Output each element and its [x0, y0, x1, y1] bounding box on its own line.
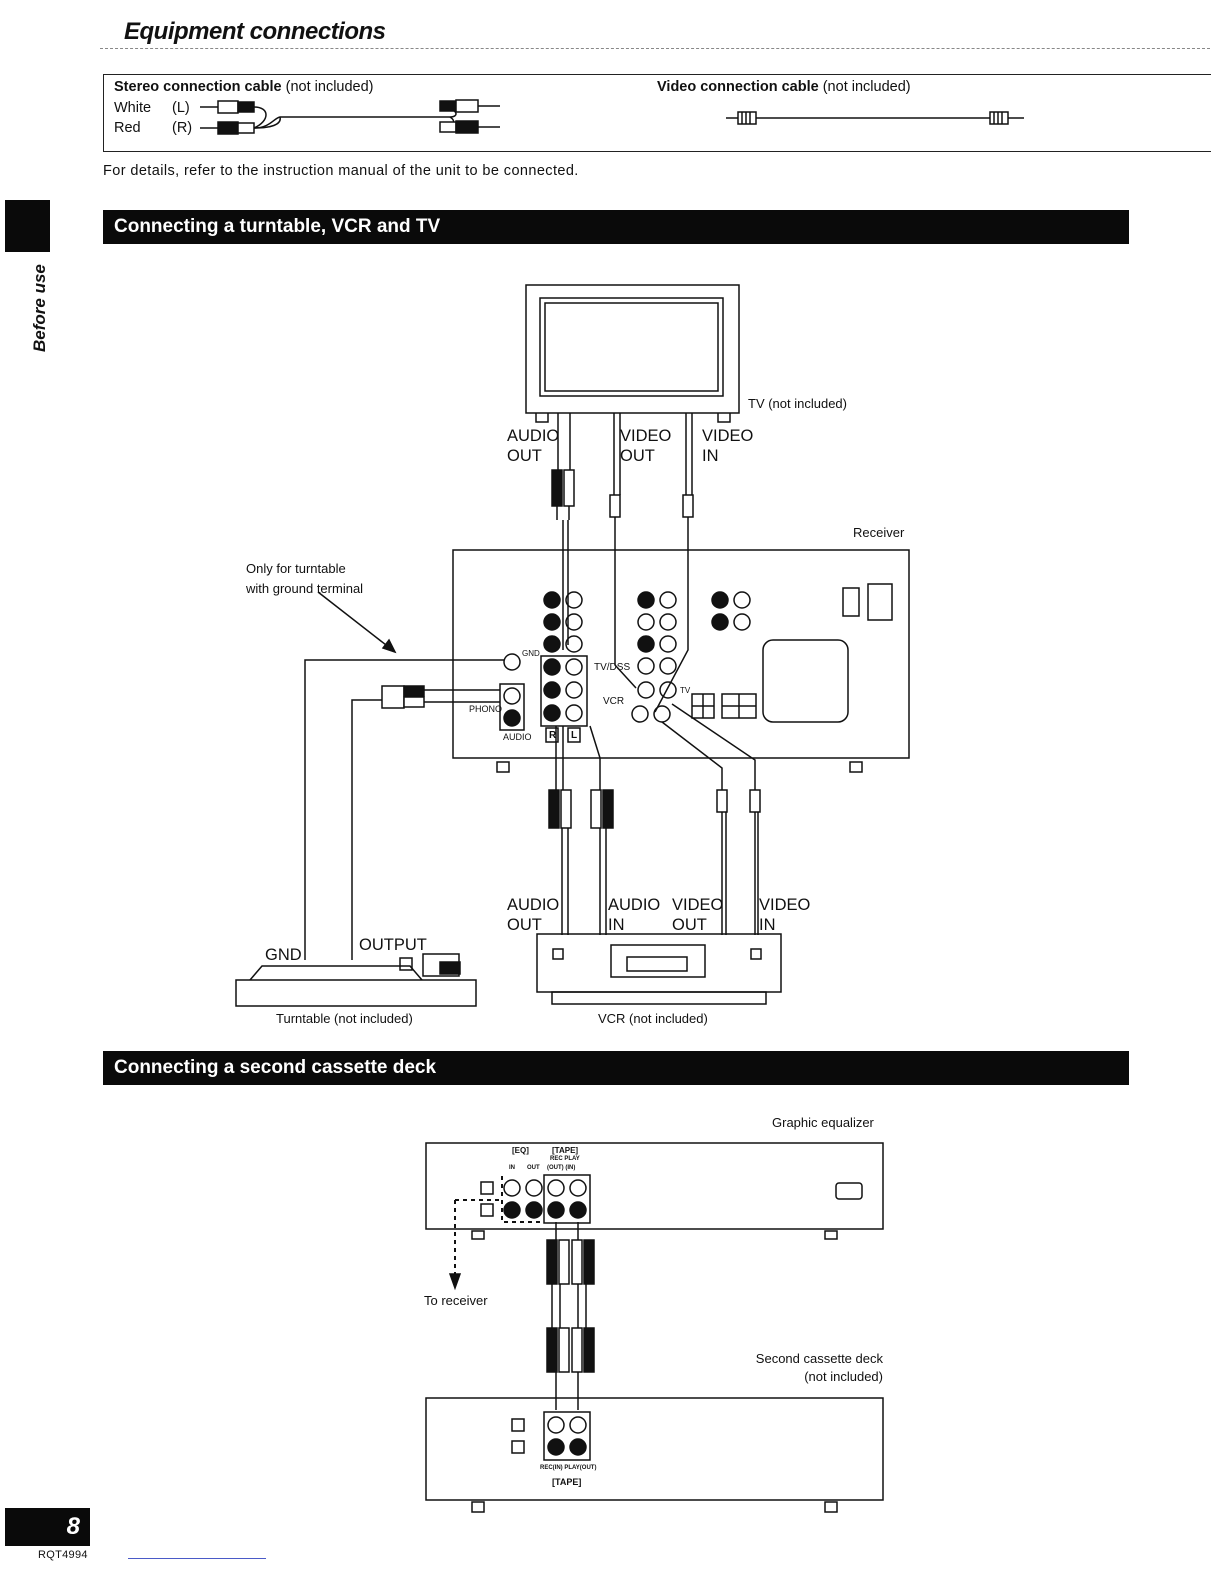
white-channel: (L) — [172, 100, 190, 116]
page-title: Equipment connections — [124, 18, 386, 45]
deck-tape-term-label: [TAPE] — [552, 1477, 582, 1487]
document-code: RQT4994 — [38, 1549, 88, 1561]
video-cable-drawing — [726, 111, 1024, 125]
eq-term-label: [EQ] — [512, 1146, 529, 1155]
white-label: White — [114, 100, 152, 116]
vcr-label: VCR (not included) — [598, 1011, 708, 1026]
tape-term-label: [TAPE] — [552, 1146, 579, 1155]
section-heading-turntable-vcr-tv: Connecting a turntable, VCR and TV — [103, 210, 1129, 244]
stereo-cable-title: Stereo connection cable (not included) — [114, 79, 374, 95]
video-cable-title: Video connection cable (not included) — [657, 79, 911, 95]
stereo-cable-drawing — [200, 99, 500, 135]
equalizer-label: Graphic equalizer — [772, 1115, 874, 1130]
cable-legend-box — [103, 74, 1211, 152]
title-divider — [100, 48, 1210, 49]
turntable-output-label: OUTPUT — [359, 936, 427, 954]
tv-label: TV (not included) — [748, 396, 847, 411]
rec-play-term-label: REC PLAY — [550, 1156, 580, 1162]
tv-body — [525, 284, 740, 414]
receiver-gnd-label: GND — [522, 649, 540, 658]
deck-recplay-term-label: REC(IN) PLAY(OUT) — [540, 1465, 597, 1471]
eq-in-term-label: IN — [509, 1165, 515, 1171]
turntable-gnd-label: GND — [265, 946, 302, 964]
receiver-vcr-label: VCR — [603, 696, 625, 707]
receiver-tv-label: TV — [680, 686, 691, 695]
equalizer-body — [425, 1142, 884, 1230]
red-channel: (R) — [172, 120, 193, 136]
red-label: Red — [114, 120, 141, 136]
eq-out-term-label: OUT — [527, 1165, 540, 1171]
receiver-r-label: R — [549, 730, 557, 741]
receiver-audio-label: AUDIO — [503, 732, 532, 742]
turntable-label: Turntable (not included) — [276, 1011, 413, 1026]
turntable-body — [235, 979, 477, 1007]
tape-out-in-term-label: (OUT) (IN) — [547, 1165, 576, 1171]
to-receiver-label: To receiver — [424, 1293, 488, 1308]
page-number: 8 — [5, 1508, 90, 1546]
second-deck-label: Second cassette deck(not included) — [755, 1351, 883, 1384]
receiver-label: Receiver — [853, 525, 905, 540]
details-note: For details, refer to the instruction ma… — [103, 163, 579, 179]
side-tab-marker — [5, 200, 50, 252]
section-heading-second-cassette: Connecting a second cassette deck — [103, 1051, 1129, 1085]
receiver-tvdss-label: TV/DSS — [594, 662, 631, 673]
second-deck-body — [425, 1397, 884, 1501]
receiver-phono-label: PHONO — [469, 704, 503, 714]
receiver-l-label: L — [571, 730, 578, 741]
receiver-body — [452, 549, 910, 759]
footer-rule — [128, 1558, 266, 1559]
